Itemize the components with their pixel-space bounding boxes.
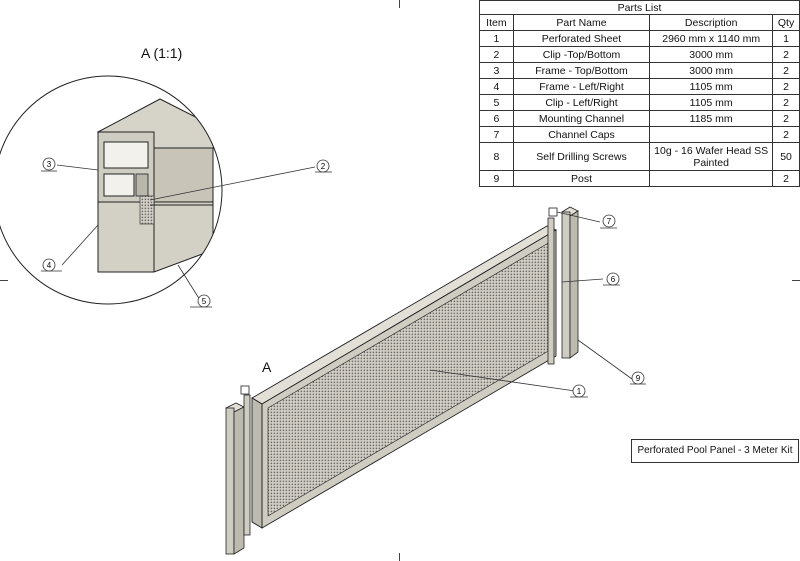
- cell-item: 5: [479, 94, 514, 111]
- title-block: Perforated Pool Panel - 3 Meter Kit: [631, 439, 799, 463]
- assembly-view: [225, 206, 579, 555]
- cell-part-name: Post: [512, 170, 651, 187]
- balloon-9: 9: [630, 371, 646, 385]
- item-balloons: 3 2 4 5 1 6 7 9: [41, 157, 646, 398]
- cell-description: 3000 mm: [649, 46, 774, 63]
- balloon-4: 4: [41, 258, 62, 272]
- view-letter: A: [262, 359, 272, 375]
- cell-qty: 2: [772, 94, 800, 111]
- balloon-1-label: 1: [577, 387, 582, 396]
- header-qty: Qty: [772, 14, 800, 31]
- cell-item: 6: [479, 110, 514, 127]
- cell-item: 1: [479, 30, 514, 47]
- cell-part-name: Clip - Left/Right: [512, 94, 651, 111]
- balloon-4-label: 4: [47, 261, 52, 270]
- balloon-2: 2: [315, 159, 332, 173]
- cell-item: 8: [479, 142, 514, 171]
- cell-part-name: Clip -Top/Bottom: [512, 46, 651, 63]
- cell-part-name: Channel Caps: [512, 126, 651, 143]
- balloon-5: 5: [190, 294, 212, 308]
- cell-item: 2: [479, 46, 514, 63]
- balloon-7-label: 7: [607, 217, 612, 226]
- balloon-3: 3: [41, 157, 57, 172]
- cell-part-name: Perforated Sheet: [512, 30, 651, 47]
- cell-description: 10g - 16 Wafer Head SS Painted: [649, 142, 774, 171]
- balloon-7: 7: [600, 214, 617, 229]
- cell-description: 1185 mm: [649, 110, 774, 127]
- balloon-2-label: 2: [321, 162, 326, 171]
- cell-item: 4: [479, 78, 514, 95]
- cell-item: 3: [479, 62, 514, 79]
- leader-lines: [56, 164, 633, 392]
- cell-part-name: Self Drilling Screws: [512, 142, 651, 171]
- balloon-3-label: 3: [47, 160, 52, 169]
- cell-part-name: Frame - Top/Bottom: [512, 62, 651, 79]
- header-item: Item: [479, 14, 514, 31]
- sheet-tick-bottom: [399, 553, 400, 561]
- balloon-6: 6: [603, 272, 620, 286]
- detail-title: A (1:1): [141, 45, 183, 61]
- cell-description: 2960 mm x 1140 mm: [649, 30, 774, 47]
- cell-item: 7: [479, 126, 514, 143]
- cell-qty: 2: [772, 78, 800, 95]
- sheet-tick-right: [792, 280, 800, 281]
- parts-list-title: Parts List: [479, 0, 800, 15]
- cell-part-name: Frame - Left/Right: [512, 78, 651, 95]
- cell-description: [649, 170, 774, 187]
- cell-description: 1105 mm: [649, 78, 774, 95]
- cell-qty: 2: [772, 126, 800, 143]
- cell-qty: 2: [772, 46, 800, 63]
- balloon-6-label: 6: [611, 275, 616, 284]
- cell-description: 1105 mm: [649, 94, 774, 111]
- cell-item: 9: [479, 170, 514, 187]
- balloon-1: 1: [570, 384, 588, 398]
- header-description: Description: [649, 14, 774, 31]
- parts-list-table: Parts List Item Part Name Description Qt…: [479, 0, 800, 187]
- cell-qty: 2: [772, 170, 800, 187]
- header-part-name: Part Name: [512, 14, 651, 31]
- sheet-tick-top: [399, 0, 400, 8]
- detail-a-view: [0, 75, 223, 305]
- balloon-5-label: 5: [202, 297, 207, 306]
- cell-qty: 2: [772, 62, 800, 79]
- cell-qty: 1: [772, 30, 800, 47]
- cell-description: 3000 mm: [649, 62, 774, 79]
- cell-qty: 50: [772, 142, 800, 171]
- cell-part-name: Mounting Channel: [512, 110, 651, 127]
- sheet-tick-left: [0, 280, 8, 281]
- cell-description: [649, 126, 774, 143]
- balloon-9-label: 9: [636, 374, 641, 383]
- cell-qty: 2: [772, 110, 800, 127]
